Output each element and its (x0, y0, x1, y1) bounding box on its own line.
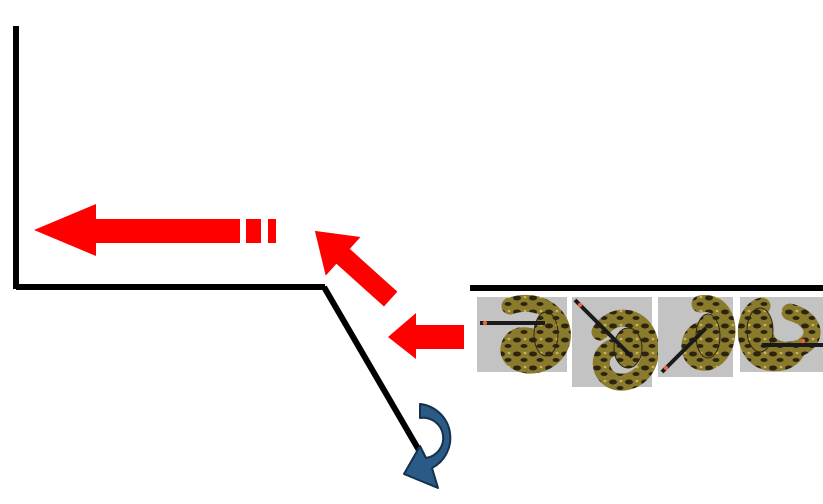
frame-2 (572, 297, 659, 391)
short-left-arrow-icon (388, 313, 464, 359)
left-arrow-icon (34, 204, 276, 256)
stick (573, 298, 634, 359)
snake-coil (500, 294, 571, 374)
angled-wall (321, 285, 423, 454)
frame-1 (477, 294, 571, 374)
stick (660, 326, 708, 374)
frame-4 (737, 297, 823, 372)
snake-coil (591, 309, 659, 391)
frame-3 (658, 295, 736, 377)
rotation-arrow-icon (403, 403, 452, 489)
diagonal-arrow-icon (314, 230, 398, 307)
walls (13, 26, 823, 454)
